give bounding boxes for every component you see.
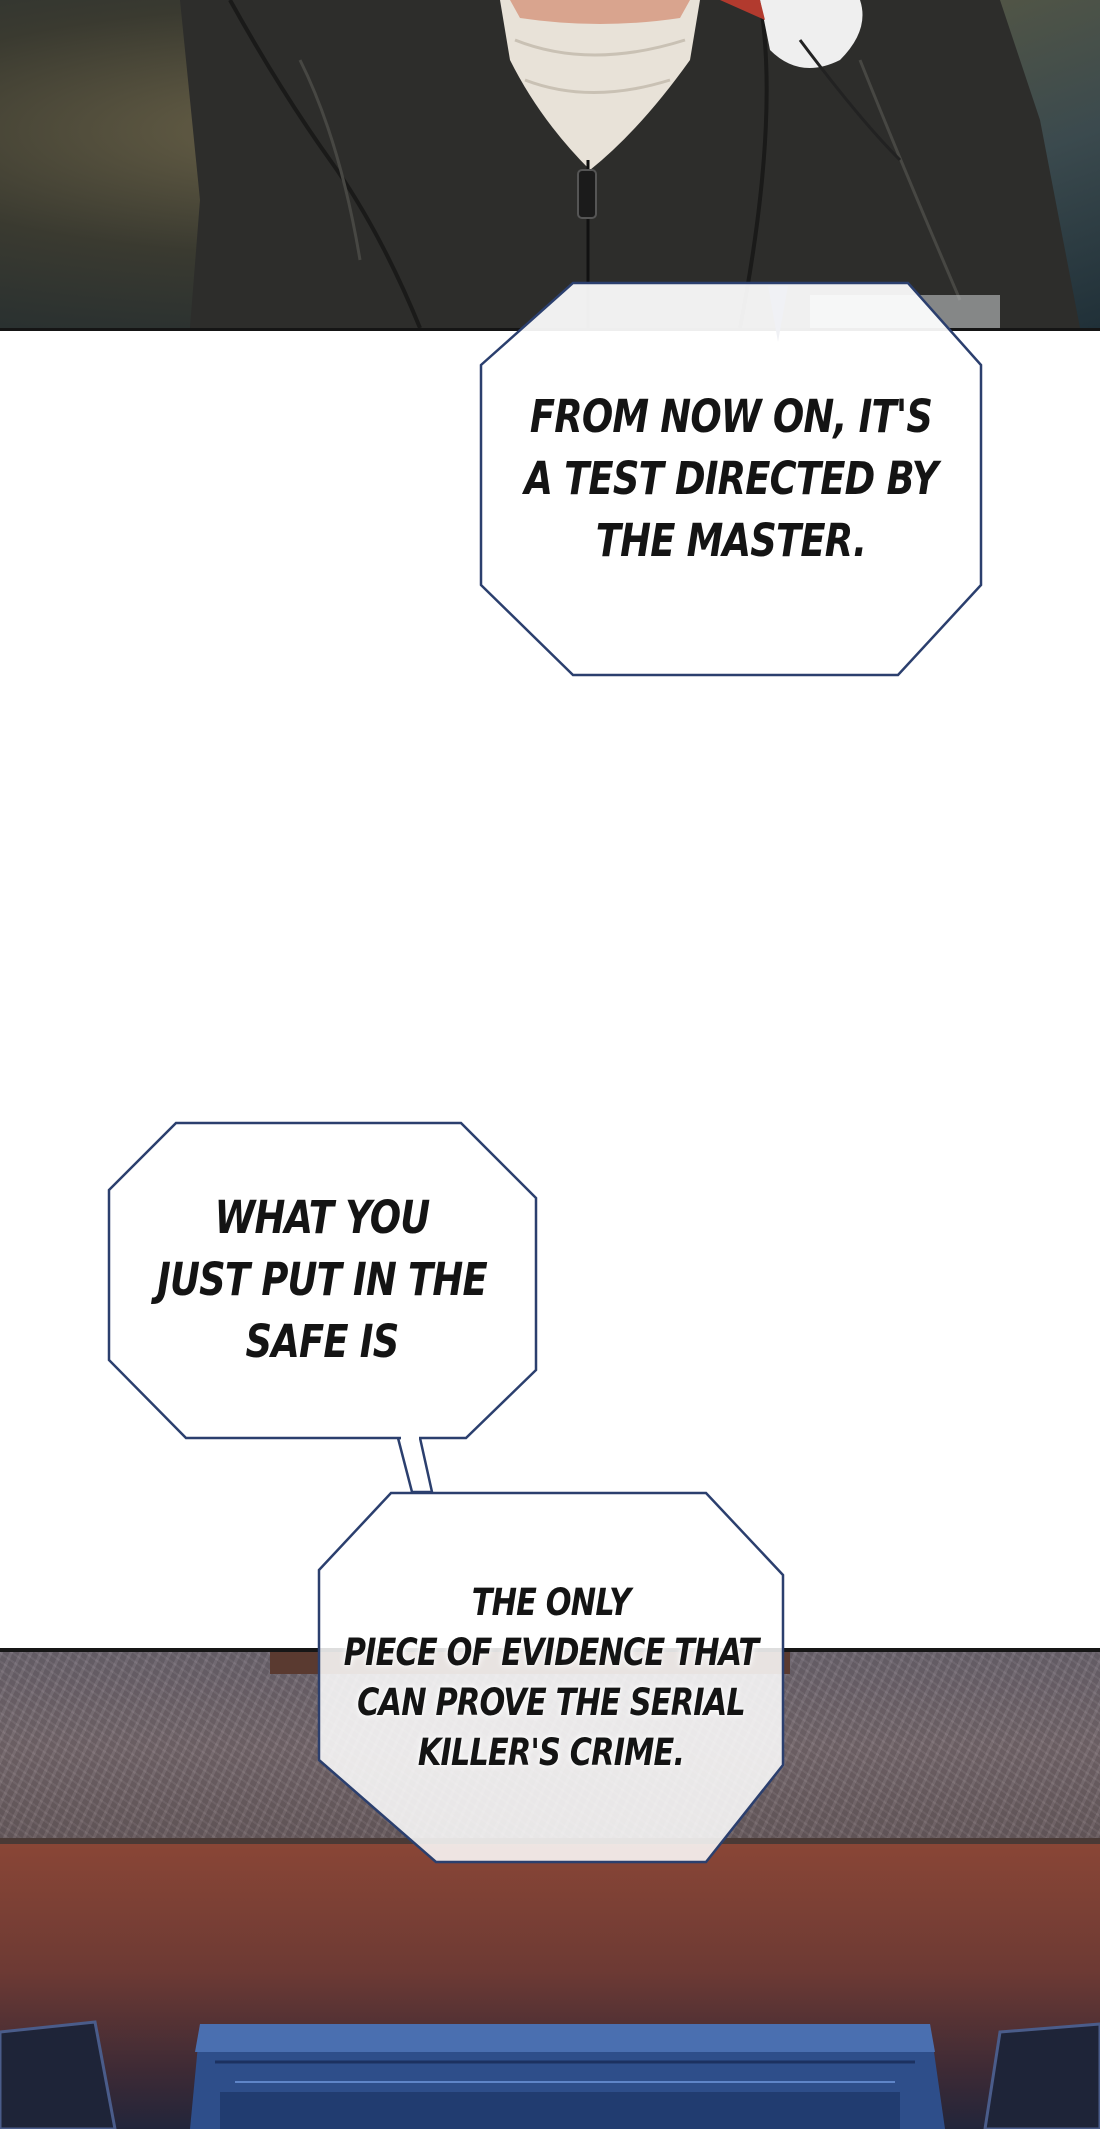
speech-bubble-3-outline	[317, 1491, 785, 1864]
speech-bubble-1-outline	[479, 281, 983, 677]
speech-bubble-2: WHAT YOU JUST PUT IN THE SAFE IS	[106, 1120, 538, 1494]
speech-bubble-1-text: FROM NOW ON, IT'S A TEST DIRECTED BY THE…	[524, 390, 938, 567]
speech-bubble-2-text: WHAT YOU JUST PUT IN THE SAFE IS	[157, 1191, 488, 1368]
speech-bubble-2-outline	[107, 1121, 538, 1494]
top-panel-illustration	[0, 0, 1100, 331]
hoodie-figure	[180, 0, 1080, 328]
speech-bubble-3: THE ONLY PIECE OF EVIDENCE THAT CAN PROV…	[316, 1490, 786, 1865]
speech-bubble-3-text: THE ONLY PIECE OF EVIDENCE THAT CAN PROV…	[343, 1580, 759, 1774]
speech-bubble-1: FROM NOW ON, IT'S A TEST DIRECTED BY THE…	[478, 280, 984, 678]
